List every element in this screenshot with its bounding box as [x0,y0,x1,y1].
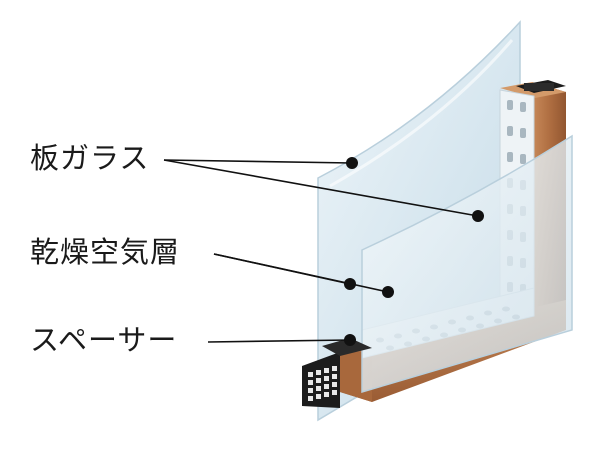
leader-plate-glass-front [163,159,479,217]
leader-lines [163,159,479,343]
leader-dry-air-b [213,253,389,293]
dot-spacer [344,334,356,346]
leader-dots [344,157,484,346]
spacer-label: スペーサー [30,323,178,357]
dot-dry-air-a [344,278,356,290]
leader-plate-glass-back [163,159,353,164]
dot-plate-glass-front [472,210,484,222]
dry-air-layer-label: 乾燥空気層 [30,235,181,269]
dot-dry-air-b [382,286,394,298]
leader-spacer [207,339,351,343]
desiccant-block-bottom [302,338,372,408]
plate-glass-label: 板ガラス [30,141,150,175]
dot-plate-glass-back [346,157,358,169]
desiccant-block-top [516,80,566,93]
front-glass-pane [361,134,573,394]
